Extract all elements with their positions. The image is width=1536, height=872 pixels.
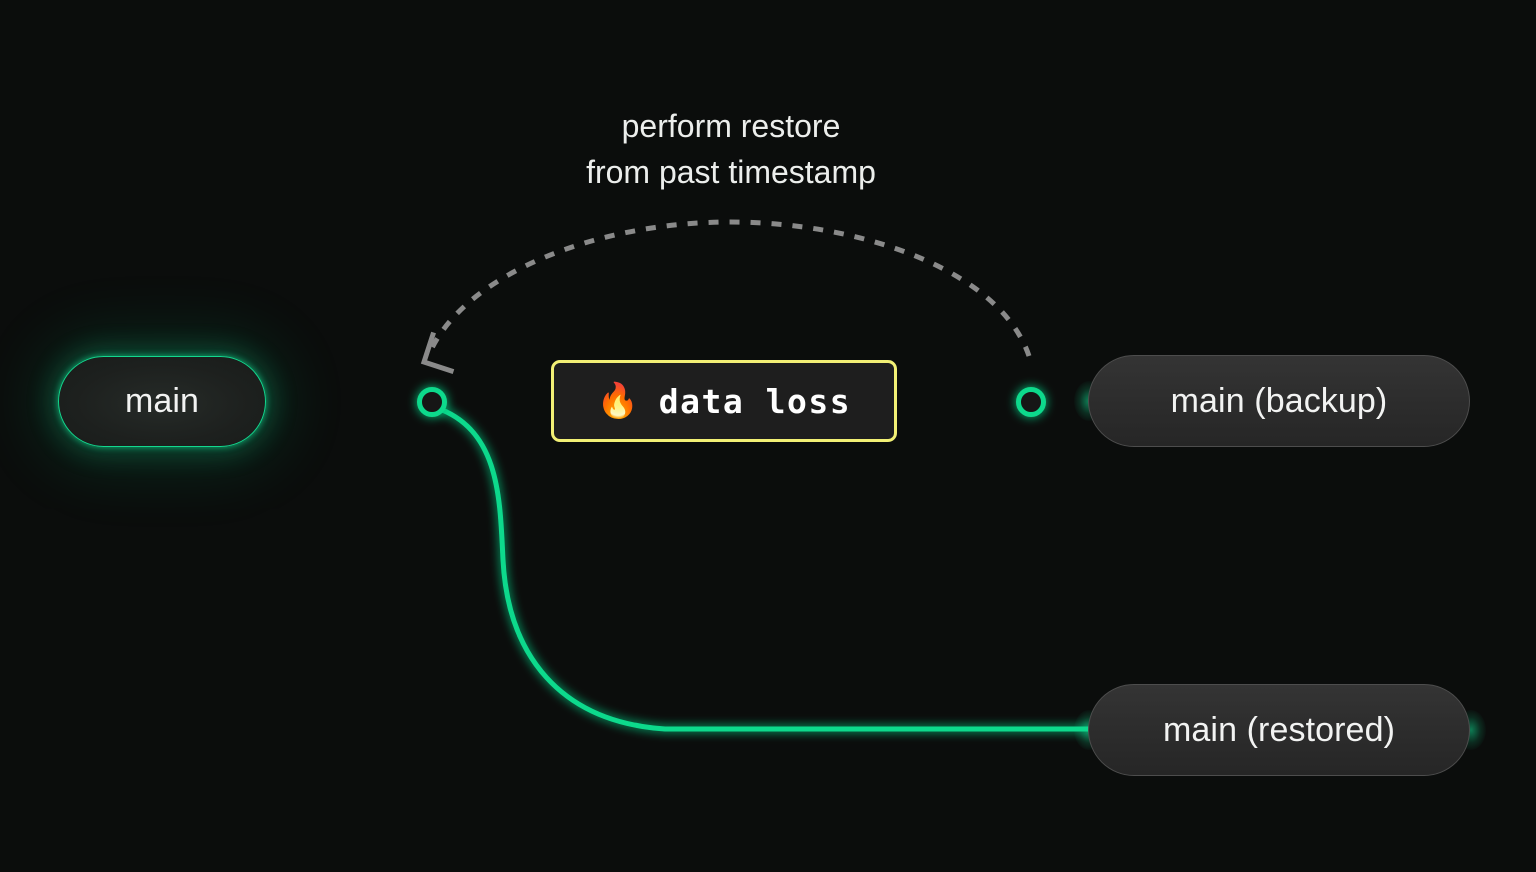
- node-main-restored-label: main (restored): [1162, 710, 1395, 749]
- branch-point-commit-dot[interactable]: [417, 387, 447, 417]
- edge-restore-arc: [429, 219, 1032, 357]
- node-main-backup[interactable]: main (backup): [1088, 355, 1470, 447]
- backup-commit-dot[interactable]: [1016, 387, 1046, 417]
- data-loss-box[interactable]: 🔥 data loss: [551, 360, 897, 442]
- node-main-restored[interactable]: main (restored): [1088, 684, 1470, 776]
- restore-annotation-line1: perform restore: [621, 108, 841, 144]
- node-main[interactable]: main: [58, 356, 266, 447]
- node-main-label: main: [124, 382, 200, 420]
- node-main-backup-label: main (backup): [1170, 381, 1388, 420]
- fire-emoji: 🔥: [596, 381, 641, 421]
- restore-annotation-line2: from past timestamp: [586, 154, 876, 190]
- restore-arrow-head-icon: [420, 331, 455, 374]
- edge-branchpoint-to-restored: [434, 405, 1093, 732]
- restore-annotation: perform restore from past timestamp: [0, 103, 1462, 195]
- data-loss-label: data loss: [658, 381, 852, 421]
